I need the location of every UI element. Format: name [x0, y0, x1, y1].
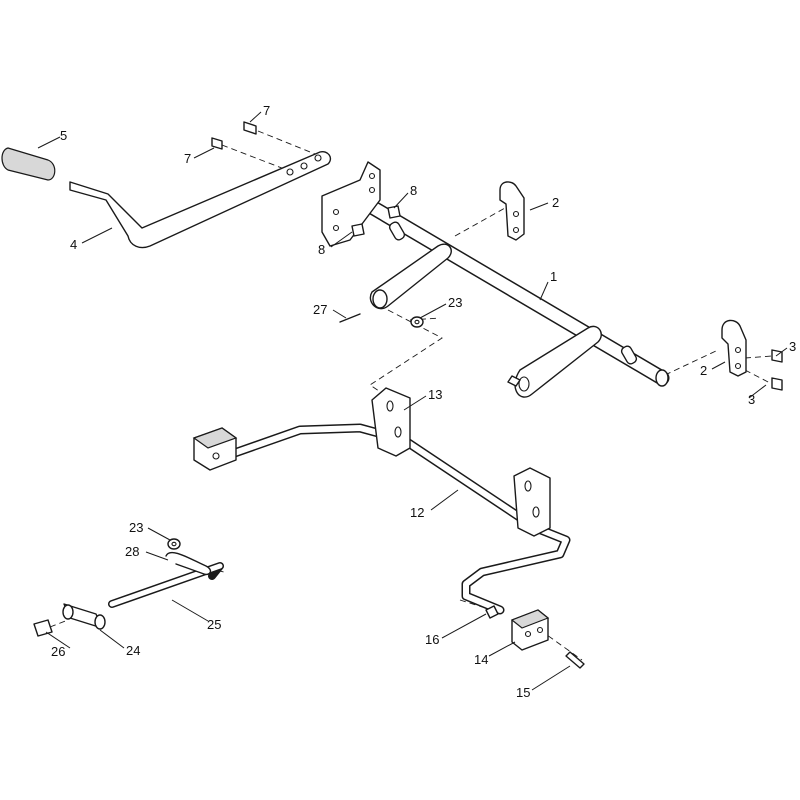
leader-lines: [37, 111, 788, 691]
callout-4: 4: [70, 237, 77, 252]
lever-bolts: [211, 121, 257, 150]
washer-23-upper: [410, 316, 424, 328]
callout-15: 15: [516, 685, 530, 700]
washer-23-lower: [167, 538, 181, 550]
callout-25: 25: [207, 617, 221, 632]
callout-12: 12: [410, 505, 424, 520]
callout-1: 1: [550, 269, 557, 284]
mount-plate: [321, 161, 381, 247]
callout-27: 27: [313, 302, 327, 317]
end-block-14: [510, 609, 550, 651]
callout-13: 13: [428, 387, 442, 402]
nut-16: [485, 605, 499, 619]
callout-8-upper: 8: [410, 183, 417, 198]
callout-7-upper: 7: [263, 103, 270, 118]
callout-labels: 1 2 2 3 3 4 5 7 7 8 8 12 13 14 15 16 23 …: [51, 103, 796, 700]
callout-26: 26: [51, 644, 65, 659]
callout-5: 5: [60, 128, 67, 143]
callout-2-lower: 2: [700, 363, 707, 378]
callout-14: 14: [474, 652, 488, 667]
callout-8-lower: 8: [318, 242, 325, 257]
bolt-right: [771, 349, 783, 391]
callout-28: 28: [125, 544, 139, 559]
callout-2-upper: 2: [552, 195, 559, 210]
callout-24: 24: [126, 643, 140, 658]
hook-bracket-lower: [721, 319, 747, 377]
end-block-left: [192, 427, 238, 471]
cotter-pin-27: [339, 313, 361, 323]
callout-23-lower: 23: [129, 520, 143, 535]
assembly-lines: [49, 130, 773, 661]
hairpin-28: [165, 551, 212, 576]
lift-rod: [221, 387, 571, 615]
hook-bracket-upper: [499, 181, 525, 241]
lift-lever: [69, 150, 332, 249]
nuts-8: [351, 205, 401, 237]
callout-16: 16: [425, 632, 439, 647]
lever-grip: [1, 147, 56, 181]
cross-shaft: [352, 192, 670, 398]
callout-23-upper: 23: [448, 295, 462, 310]
bolt-15: [565, 651, 585, 669]
callout-7-lower: 7: [184, 151, 191, 166]
callout-3-lower: 3: [748, 392, 755, 407]
bushing-24: [62, 603, 106, 630]
nut-26: [33, 619, 53, 637]
callout-3-upper: 3: [789, 339, 796, 354]
